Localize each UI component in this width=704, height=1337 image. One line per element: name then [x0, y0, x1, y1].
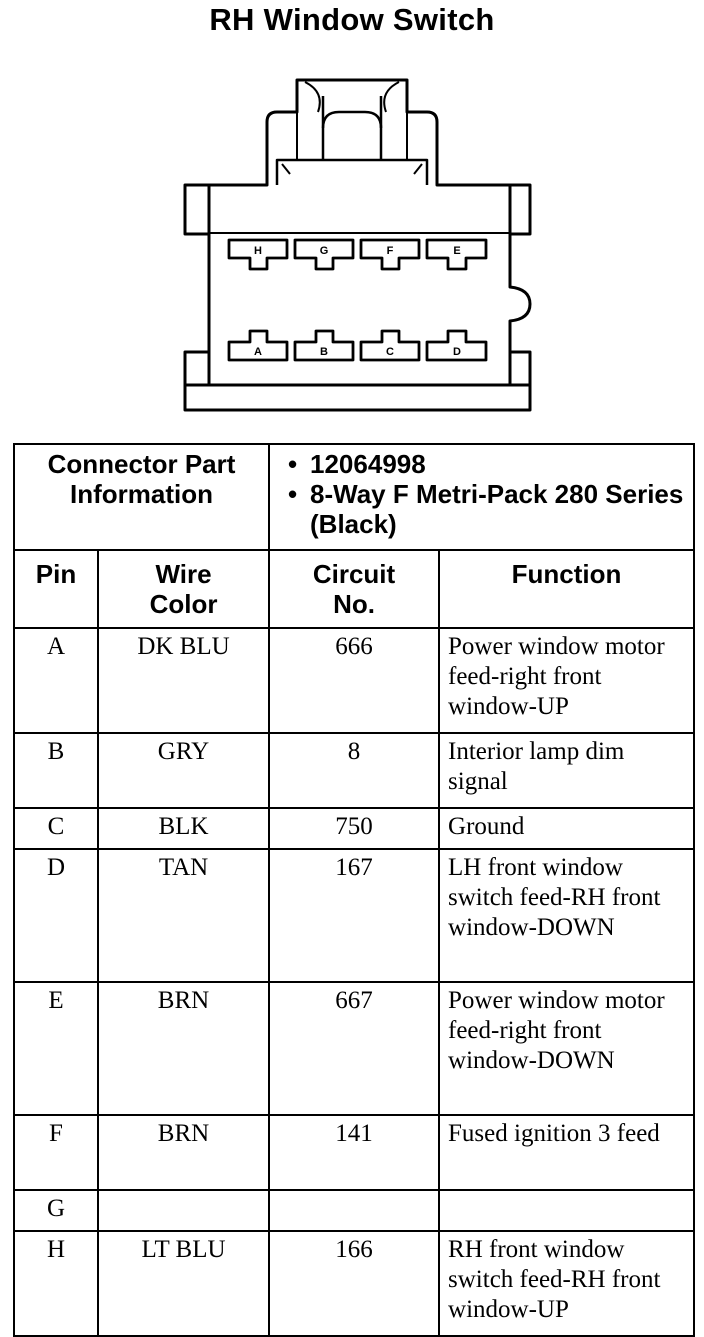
function-cell [438, 1189, 696, 1232]
column-header-function: Function [438, 549, 696, 629]
wire-color-cell: BRN [96, 1114, 271, 1191]
pin-cell: H [13, 1230, 99, 1337]
pin-label-c: C [386, 346, 394, 358]
wire-color-cell: DK BLU [96, 627, 271, 734]
pin-label-b: B [320, 346, 328, 358]
circuit-cell: 750 [268, 807, 441, 850]
wire-color-cell: TAN [96, 848, 271, 983]
circuit-cell: 167 [268, 848, 441, 983]
function-cell: Fused ignition 3 feed [438, 1114, 696, 1191]
function-cell: Ground [438, 807, 696, 850]
pin-label-h: H [254, 245, 262, 257]
wire-color-cell: BLK [96, 807, 271, 850]
pin-cell: F [13, 1114, 99, 1191]
function-cell: RH front window switch feed-RH front win… [438, 1230, 696, 1337]
cavity-g [293, 238, 355, 271]
pin-cavities-top-row [227, 238, 488, 271]
wire-color-cell: BRN [96, 981, 271, 1116]
pin-cell: B [13, 732, 99, 809]
connector-face-drawing: H G F E A B C D [183, 78, 532, 412]
column-header-wire-color: Wire Color [96, 549, 271, 629]
pin-label-e: E [453, 245, 460, 257]
cavity-a [227, 329, 289, 362]
pin-label-g: G [320, 245, 329, 257]
cavity-b [293, 329, 355, 362]
pin-cell: E [13, 981, 99, 1116]
wire-color-cell: GRY [96, 732, 271, 809]
part-info-label: Connector Part Information [12, 443, 271, 551]
circuit-cell: 666 [268, 627, 441, 734]
circuit-cell: 166 [268, 1230, 441, 1337]
pin-label-a: A [254, 346, 262, 358]
table-row: C BLK 750 Ground [13, 807, 696, 850]
part-info-list: •12064998 •8-Way F Metri-Pack 280 Series… [268, 443, 696, 551]
table-row: A DK BLU 666 Power window motor feed-rig… [13, 627, 696, 734]
function-cell: LH front window switch feed-RH front win… [438, 848, 696, 983]
cavity-e [425, 238, 488, 271]
diagram-title: RH Window Switch [209, 2, 495, 37]
part-info-row: Connector Part Information •12064998 •8-… [12, 443, 696, 551]
connector-latch [275, 80, 429, 185]
function-cell: Interior lamp dim signal [438, 732, 696, 809]
cavity-f [359, 238, 421, 271]
circuit-cell: 667 [268, 981, 441, 1116]
table-row: B GRY 8 Interior lamp dim signal [13, 732, 696, 809]
wire-color-cell [96, 1189, 271, 1232]
wire-color-cell: LT BLU [96, 1230, 271, 1337]
circuit-cell: 8 [268, 732, 441, 809]
part-info-item: •8-Way F Metri-Pack 280 Series (Black) [288, 479, 684, 539]
cavity-h [227, 238, 289, 271]
column-header-row: Pin Wire Color Circuit No. Function [13, 549, 696, 629]
column-header-pin: Pin [13, 549, 99, 629]
column-header-circuit: Circuit No. [268, 549, 441, 629]
cavity-c [359, 329, 421, 362]
table-row: E BRN 667 Power window motor feed-right … [13, 981, 696, 1116]
pin-cavities-bottom-row [227, 329, 488, 362]
function-cell: Power window motor feed-right front wind… [438, 981, 696, 1116]
pin-cell: A [13, 627, 99, 734]
table-row: D TAN 167 LH front window switch feed-RH… [13, 848, 696, 983]
connector-pin-table: Connector Part Information •12064998 •8-… [12, 443, 696, 1337]
table-row: H LT BLU 166 RH front window switch feed… [13, 1230, 696, 1337]
table-row: G [13, 1189, 696, 1232]
table-row: F BRN 141 Fused ignition 3 feed [13, 1114, 696, 1191]
part-info-item: •12064998 [288, 449, 426, 479]
pin-label-d: D [453, 346, 461, 358]
connector-body [183, 78, 532, 412]
circuit-cell [268, 1189, 441, 1232]
cavity-d [425, 329, 488, 362]
pin-cell: D [13, 848, 99, 983]
function-cell: Power window motor feed-right front wind… [438, 627, 696, 734]
pin-cell: C [13, 807, 99, 850]
circuit-cell: 141 [268, 1114, 441, 1191]
pin-cell: G [13, 1189, 99, 1232]
pin-label-f: F [387, 245, 394, 257]
